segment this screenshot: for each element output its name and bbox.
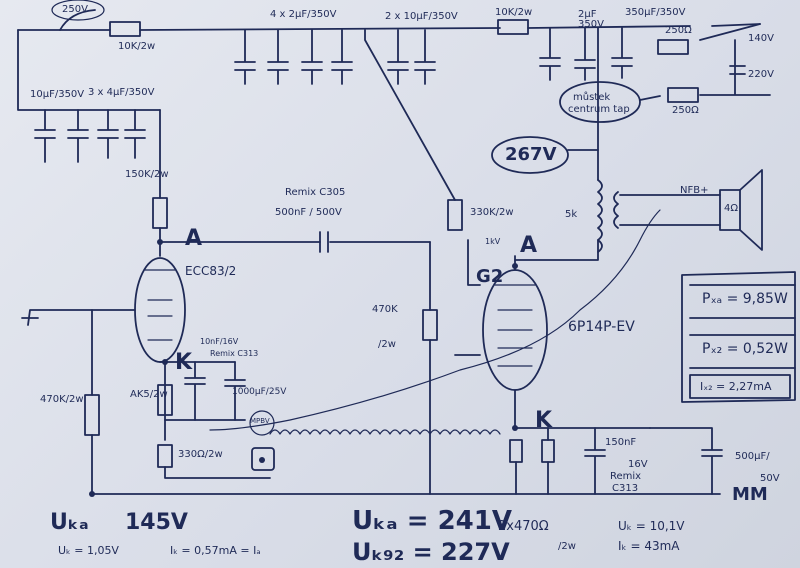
label-caps-top-2: 2 x 10µF/350V	[385, 11, 458, 22]
label-caps-top-1: 4 x 2µF/350V	[270, 9, 337, 20]
label-cap-k2-d: C313	[612, 483, 639, 494]
label-pda: Pₓₐ = 9,85W	[702, 291, 788, 307]
label-xfmr-5k: 5k	[565, 209, 578, 220]
caps-top-group	[234, 27, 633, 85]
label-contour: centrum tap	[568, 104, 630, 115]
label-r-1kv: 1kV	[485, 237, 501, 246]
label-speaker: 4Ω	[724, 203, 739, 214]
resistor-250-b	[667, 87, 699, 103]
resistor-470-b	[541, 439, 555, 463]
label-cap-top-right: 2µF	[578, 9, 597, 20]
label-anode-1: A	[185, 226, 203, 251]
resistor-ak5	[157, 384, 173, 416]
label-cap-k2-b: 16V	[628, 459, 648, 470]
resistor-470-a	[509, 439, 523, 463]
label-cap-k2-c: Remix	[610, 471, 642, 482]
label-anode-2: A	[520, 233, 538, 258]
label-ig2: Iₓ₂ = 2,27mA	[700, 380, 772, 393]
label-uka-1: Uₖₐ	[50, 510, 89, 535]
label-cap-220: 220V	[748, 69, 774, 80]
label-cap-500b: 50V	[760, 473, 780, 484]
label-pg2: Pₓ₂ = 0,52W	[702, 341, 788, 357]
label-g2: G2	[476, 266, 504, 287]
label-cathode-1: K	[175, 350, 193, 375]
label-r-250-b: 250Ω	[672, 105, 699, 116]
label-r-ak5: AK5/2w	[130, 389, 168, 400]
caps-left-group	[34, 109, 146, 163]
resistor-330-ohm	[157, 444, 173, 468]
top-rail	[17, 23, 761, 31]
label-cathode-2: K	[535, 408, 553, 433]
label-cap-500: 500µF/	[735, 451, 770, 462]
label-r-top-right: 10K/2w	[495, 7, 533, 18]
heater-terminal	[251, 447, 275, 471]
input-voltage-bubble	[51, 0, 105, 21]
label-ukg2: Uₖ₉₂ = 227V	[352, 538, 510, 566]
label-tube-2: 6P14P-EV	[568, 319, 635, 335]
label-cap-top-right2: 350V	[578, 19, 604, 30]
label-r-470k-w: /2w	[378, 339, 396, 350]
label-input-voltage: 250V	[62, 4, 88, 15]
label-r-2x470: 2x470Ω	[498, 519, 549, 534]
label-nfb: NFB+	[680, 185, 709, 196]
label-cap-k1-c: 1000µF/25V	[232, 387, 287, 397]
label-uka-2: Uₖₐ = 241V	[352, 506, 512, 536]
nfb-coil	[209, 209, 661, 431]
resistor-470k	[422, 309, 438, 341]
label-mpb: MPBV	[250, 417, 270, 425]
label-r-330-ohm: 330Ω/2w	[178, 449, 223, 460]
label-ik-1: Iₖ = 0,57mA = Iₐ	[170, 544, 261, 557]
label-r-470k: 470K	[372, 304, 398, 315]
label-cap-k2-a: 150nF	[605, 437, 637, 448]
label-mustek: můstek	[573, 92, 611, 103]
label-uk-2: Uₖ = 10,1V	[618, 519, 685, 533]
center-tap-bubble	[559, 81, 641, 123]
resistor-top-right	[497, 19, 529, 35]
label-mm: MM	[732, 484, 768, 505]
resistor-250-a	[657, 39, 689, 55]
label-remix: Remix C305	[285, 187, 346, 198]
label-tube-1: ECC83/2	[185, 264, 237, 278]
label-r-2x470-w: /2w	[558, 541, 576, 552]
label-cap-k1-a: 10nF/16V	[200, 337, 239, 346]
label-v-267: 267V	[505, 144, 557, 165]
label-uk-1: Uₖ = 1,05V	[58, 544, 119, 557]
label-caps-left-1: 10µF/350V	[30, 89, 85, 100]
voltage-267-bubble	[491, 136, 569, 174]
label-r-250-a: 250Ω	[665, 25, 692, 36]
resistor-top-left	[109, 21, 141, 37]
label-r-150k: 150K/2w	[125, 169, 169, 180]
power-info-box	[681, 271, 796, 403]
label-uka-1-val: 145V	[125, 510, 188, 535]
label-right-caps: 350µF/350V	[625, 7, 686, 18]
label-r-330k: 330K/2w	[470, 207, 514, 218]
label-r-top-left: 10K/2w	[118, 41, 156, 52]
resistor-150k	[152, 197, 168, 229]
label-grid-r: 470K/2w	[40, 394, 84, 405]
tube-ecc83	[134, 257, 186, 363]
resistor-330k	[447, 199, 463, 231]
transformer-primary	[597, 179, 603, 253]
label-caps-left-2: 3 x 4µF/350V	[88, 87, 155, 98]
label-node-140: 140V	[748, 33, 774, 44]
label-ik-2: Iₖ = 43mA	[618, 539, 680, 553]
label-cap-k1-b: Remix C313	[210, 349, 259, 358]
resistor-grid-470k	[84, 394, 100, 436]
left-rail	[17, 29, 161, 111]
speaker-cone	[739, 169, 763, 251]
label-cap-coupling: 500nF / 500V	[275, 207, 342, 218]
transformer-secondary	[613, 191, 619, 229]
